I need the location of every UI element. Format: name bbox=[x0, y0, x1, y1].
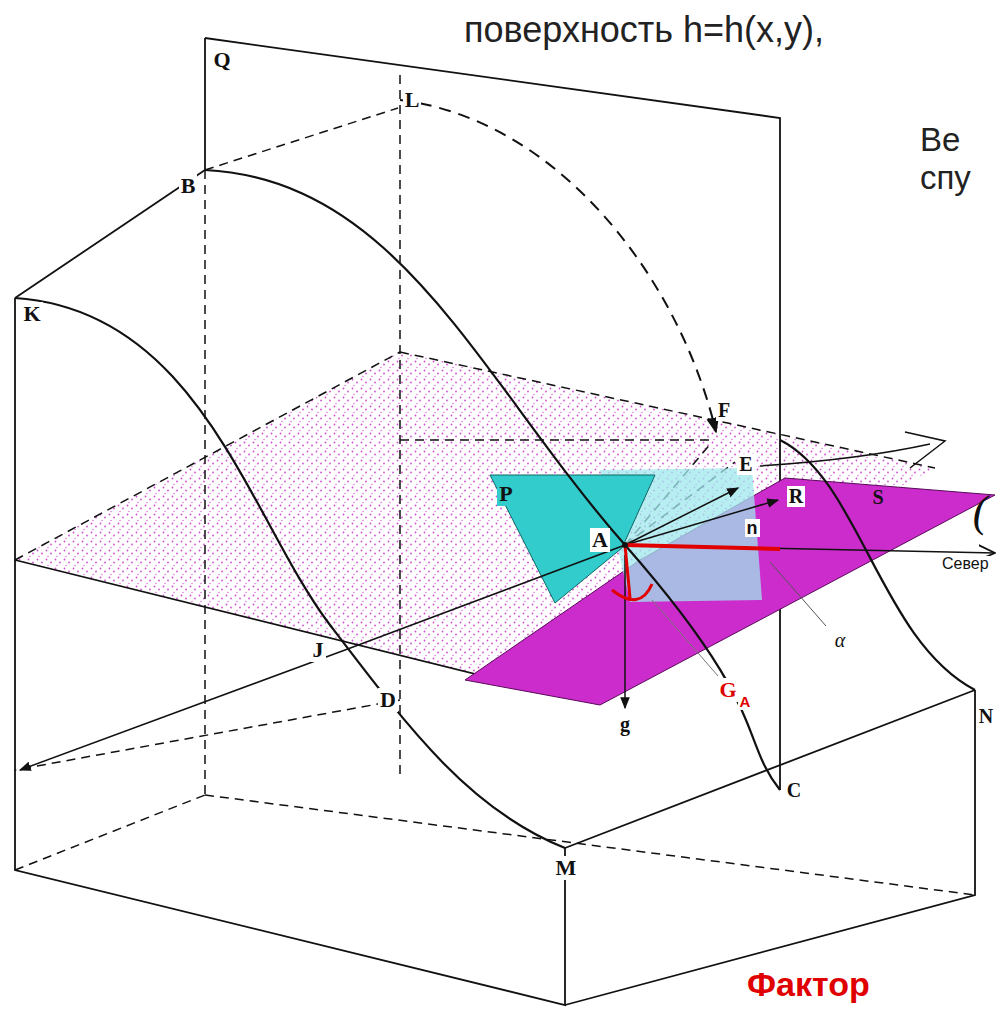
point-label: C bbox=[785, 780, 803, 801]
plane-label: P bbox=[497, 482, 514, 505]
dashed-line bbox=[205, 108, 398, 170]
point-label: D bbox=[378, 688, 398, 711]
vector-label: g bbox=[618, 714, 632, 735]
dashed-line bbox=[400, 439, 712, 441]
point-label: E bbox=[737, 454, 754, 475]
rotation-arc bbox=[400, 100, 716, 432]
vectors bbox=[20, 432, 995, 770]
slope-angle bbox=[612, 545, 780, 600]
surface-edge bbox=[15, 170, 205, 298]
curve-arrow bbox=[760, 444, 930, 466]
point-label: L bbox=[403, 88, 422, 111]
q-plane-edge bbox=[204, 38, 206, 170]
angle-label: α bbox=[833, 630, 848, 651]
plane-edge bbox=[400, 352, 935, 468]
symbol-text: ( bbox=[971, 489, 990, 535]
plane-edge bbox=[15, 560, 540, 690]
vector-label: n bbox=[745, 519, 760, 538]
dashed-line bbox=[15, 700, 400, 770]
heading-text: поверхность h=h(x,y), bbox=[462, 11, 826, 49]
north-arrow bbox=[625, 545, 995, 553]
point-label: F bbox=[716, 400, 732, 421]
point-label: M bbox=[554, 856, 579, 879]
plane-label: Q bbox=[211, 48, 232, 71]
direction-line bbox=[20, 545, 625, 770]
note-text: Ве bbox=[918, 123, 962, 158]
note-text: спу bbox=[918, 161, 973, 196]
vertical-plane bbox=[490, 475, 655, 603]
point-label: K bbox=[21, 302, 42, 325]
box-front-face bbox=[15, 298, 565, 1005]
leader-line bbox=[652, 600, 718, 676]
box-right-face bbox=[565, 690, 975, 1005]
factor-heading: Фактор bbox=[745, 967, 872, 1003]
section-profile bbox=[205, 170, 780, 790]
box-hidden-edge bbox=[205, 795, 975, 895]
chevron bbox=[905, 432, 945, 468]
box-hidden-edge bbox=[15, 795, 205, 870]
leader-line bbox=[770, 562, 826, 626]
gravity-vector bbox=[624, 555, 626, 708]
point-label: B bbox=[179, 174, 198, 197]
point-label: R bbox=[787, 486, 805, 507]
angle-side bbox=[625, 545, 780, 549]
front-profile bbox=[15, 298, 565, 848]
surface-profiles bbox=[15, 170, 975, 848]
point-label: A bbox=[590, 528, 610, 551]
direction-label: Север bbox=[940, 556, 991, 573]
plane-edge bbox=[15, 352, 400, 560]
angle-side bbox=[625, 545, 630, 598]
box-top-edge bbox=[565, 690, 975, 848]
point-label: J bbox=[311, 638, 326, 661]
vertical-axis bbox=[399, 75, 401, 780]
point-a bbox=[622, 542, 628, 548]
angle-arc bbox=[612, 584, 652, 600]
point-label: N bbox=[977, 706, 995, 727]
vector bbox=[625, 500, 778, 545]
plane-label: S bbox=[870, 487, 885, 508]
slope-label: G bbox=[717, 678, 738, 701]
slope-subscript: A bbox=[738, 694, 753, 710]
